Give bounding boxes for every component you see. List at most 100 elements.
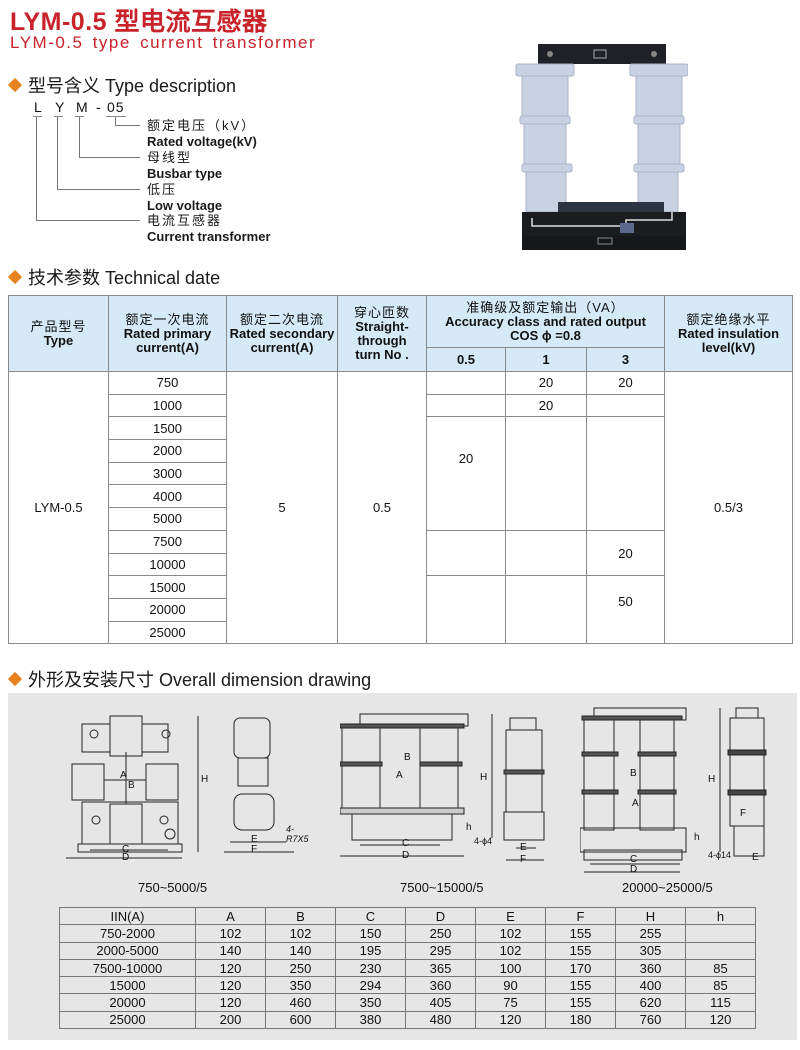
drawing-caption: 20000~25000/5 <box>622 880 713 895</box>
accuracy-cell <box>426 371 506 395</box>
table-cell: 100 <box>475 958 546 978</box>
column-header: B <box>265 906 336 926</box>
table-cell: 155 <box>545 924 616 943</box>
current-transformer-photo-icon <box>515 44 689 250</box>
table-cell: 155 <box>545 993 616 1012</box>
underline <box>54 116 63 117</box>
code-letter-y: Y <box>55 99 65 115</box>
table-cell: 140 <box>265 941 336 960</box>
column-header: IIN(A) <box>59 906 196 926</box>
primary-current-cell: 1000 <box>108 393 227 418</box>
table-cell: 620 <box>615 993 686 1012</box>
primary-current-cell: 7500 <box>108 529 227 554</box>
table-cell: 7500-10000 <box>59 958 196 978</box>
drawing-750-5000: A B C D H E F 4-R7X5 <box>58 712 309 867</box>
insulation-value: 0.5/3 <box>664 370 793 645</box>
table-cell: 90 <box>475 976 546 995</box>
dim-label-h: H <box>480 772 488 783</box>
table-cell: 25000 <box>59 1010 196 1030</box>
table-cell: 120 <box>685 1010 756 1030</box>
dimension-table: IIN(A) A B C D E F H h 750-2000 102 102 … <box>59 906 756 1030</box>
table-cell: 365 <box>405 958 476 978</box>
accuracy-cell: 50 <box>586 575 665 645</box>
accuracy-cell <box>426 529 506 577</box>
table-cell: 295 <box>405 941 476 960</box>
table-cell: 20000 <box>59 993 196 1012</box>
table-cell: 200 <box>195 1010 266 1030</box>
header-class-0-5: 0.5 <box>426 347 506 372</box>
table-cell <box>685 924 756 943</box>
code-letter-m: M <box>76 99 88 115</box>
section-title: 技术参数 Technical date <box>28 268 221 288</box>
connector-line <box>79 117 140 158</box>
accuracy-cell <box>586 416 665 531</box>
page-title: LYM-0.5 型电流互感器 <box>10 8 268 36</box>
table-cell: 85 <box>685 958 756 978</box>
table-cell: 120 <box>195 958 266 978</box>
accuracy-cell <box>426 575 506 645</box>
table-cell: 255 <box>615 924 686 943</box>
accuracy-cell <box>586 393 665 418</box>
dim-label-c: C <box>402 838 410 849</box>
table-cell: 75 <box>475 993 546 1012</box>
table-cell: 140 <box>195 941 266 960</box>
table-cell: 250 <box>265 958 336 978</box>
table-cell: 102 <box>475 924 546 943</box>
table-cell: 155 <box>545 941 616 960</box>
table-cell: 170 <box>545 958 616 978</box>
primary-current-cell: 2000 <box>108 439 227 463</box>
dim-label-holes: 4-ϕ14 <box>708 850 732 860</box>
dim-label-c: C <box>630 854 638 865</box>
table-cell: 350 <box>265 976 336 995</box>
table-cell: 102 <box>195 924 266 943</box>
table-cell: 400 <box>615 976 686 995</box>
drawing-7500-15000: A B C D H h E F 4-ϕ4 <box>339 712 570 867</box>
primary-current-cell: 10000 <box>108 552 227 577</box>
header-type: 产品型号 Type <box>8 295 109 372</box>
dim-label-a: A <box>120 770 127 781</box>
dim-label-f: F <box>520 854 527 865</box>
underline <box>75 116 84 117</box>
dim-label-h-small: h <box>694 832 700 843</box>
dim-label-e: E <box>752 852 759 863</box>
desc-busbar-type: 母线型 Busbar type <box>147 150 223 181</box>
table-cell: 115 <box>685 993 756 1012</box>
dim-label-d: D <box>402 850 410 861</box>
table-row: 20000 120 460 350 405 75 155 620 115 <box>59 993 756 1012</box>
primary-current-cell: 25000 <box>108 620 227 645</box>
accuracy-cell <box>505 529 587 577</box>
header-secondary-current: 额定二次电流 Rated secondary current(A) <box>226 295 338 372</box>
table-cell: 102 <box>475 941 546 960</box>
underline <box>33 116 42 117</box>
drawing-20000-25000: A B C D H h E F 4-ϕ14 <box>579 704 795 875</box>
header-insulation: 额定绝缘水平 Rated insulation level(kV) <box>664 295 793 372</box>
dim-label-b: B <box>404 752 411 763</box>
code-voltage: 05 <box>107 99 125 115</box>
primary-current-cell: 750 <box>108 371 227 395</box>
accuracy-cell: 20 <box>586 529 665 577</box>
table-cell: 760 <box>615 1010 686 1030</box>
connector-line <box>57 117 140 190</box>
technical-table: 产品型号 Type 额定一次电流 Rated primary current(A… <box>8 295 793 645</box>
table-cell: 150 <box>335 924 406 943</box>
type-code-diagram: L Y M - 05 额定电压（kV） Rated voltage(kV) 母线… <box>0 0 300 260</box>
dim-label-holes: 4-R7X5 <box>286 824 309 844</box>
dimension-drawing-icon <box>579 707 767 873</box>
dim-label-c: C <box>122 844 130 855</box>
table-cell: 155 <box>545 976 616 995</box>
desc-current-transformer: 电流互感器 Current transformer <box>147 213 271 244</box>
table-cell: 250 <box>405 924 476 943</box>
table-row: 750-2000 102 102 150 250 102 155 255 <box>59 924 756 943</box>
dim-label-d: D <box>122 852 130 863</box>
header-class-1: 1 <box>505 347 587 372</box>
code-letter-l: L <box>34 99 42 115</box>
type-value: LYM-0.5 <box>8 370 109 645</box>
connector-line <box>115 117 140 126</box>
section-title: 外形及安装尺寸 Overall dimension drawing <box>28 670 372 690</box>
secondary-value: 5 <box>226 370 338 645</box>
connector-line <box>36 117 140 221</box>
table-cell: 750-2000 <box>59 924 196 943</box>
accuracy-cell: 20 <box>586 371 665 395</box>
column-header: D <box>405 906 476 926</box>
page-subtitle: LYM-0.5 type current transformer <box>10 33 317 52</box>
